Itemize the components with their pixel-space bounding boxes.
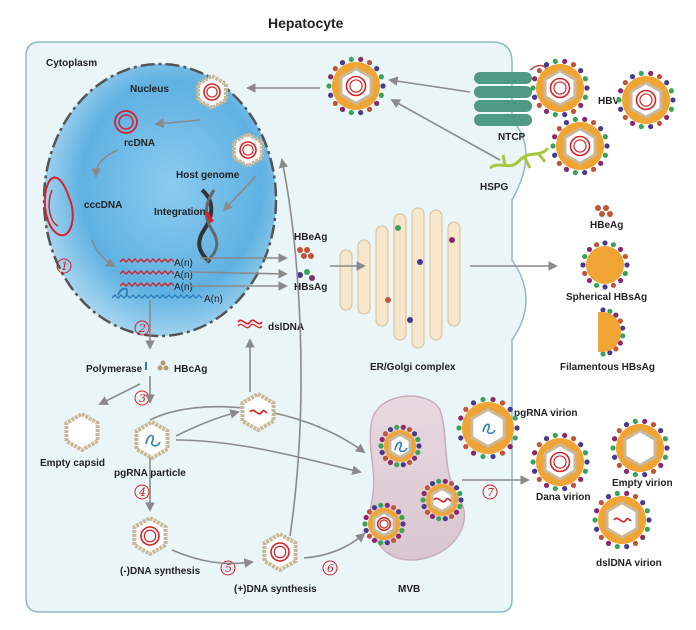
virion-particle <box>530 58 590 118</box>
minus-dna-label: (-)DNA synthesis <box>120 566 201 577</box>
hbeag-out-label: HBeAg <box>590 220 623 231</box>
transcript: A(n) <box>119 282 193 293</box>
capsid-particle <box>196 73 228 111</box>
flow-arrows <box>91 76 558 568</box>
mvb-label: MVB <box>398 584 420 595</box>
dana-virion-label: Dana virion <box>536 492 590 503</box>
virion-particle <box>550 116 610 176</box>
step-markers: 1 2 3 4 5 6 7 <box>56 258 498 576</box>
step-number: 5 <box>225 562 232 575</box>
hspg-icon <box>489 146 550 170</box>
flow-arrow <box>91 239 116 267</box>
hbeag-dots <box>297 247 314 259</box>
hbcag-dots <box>157 360 169 371</box>
host-genome-label: Host genome <box>176 170 240 181</box>
flow-arrow <box>98 383 141 405</box>
pgrna-virion-label: pgRNA virion <box>514 408 578 419</box>
nucleus <box>42 62 278 338</box>
flow-arrow <box>189 269 288 279</box>
filamentous-hbsag-label: Filamentous HBsAg <box>560 362 655 373</box>
cytoplasm-label: Cytoplasm <box>46 58 97 69</box>
ntcp-receptor-icon <box>474 64 548 126</box>
hspg-label: HSPG <box>480 182 509 193</box>
dsldna-virion-label: dslDNA virion <box>596 558 662 569</box>
dsldna-label: dslDNA <box>268 322 304 333</box>
flow-arrow <box>171 549 254 568</box>
step-number: 3 <box>139 392 146 405</box>
step-marker-7: 7 <box>482 484 498 500</box>
spherical-hbsag-label: Spherical HBsAg <box>566 292 647 303</box>
flow-arrow <box>175 409 240 437</box>
hbv-label: HBV <box>598 96 619 107</box>
nucleus-label: Nucleus <box>130 84 169 95</box>
empty-virion-label: Empty virion <box>612 478 673 489</box>
virion-particle <box>420 478 464 522</box>
flow-arrow <box>154 118 201 129</box>
polya-tail-label: A(n) <box>204 294 223 305</box>
step-number: 7 <box>487 486 494 499</box>
step-marker-2: 2 <box>134 320 150 336</box>
hbeag-cyto-label: HBeAg <box>294 232 327 243</box>
transcripts: A(n)A(n)A(n)A(n) <box>111 258 223 305</box>
host-genome-icon <box>197 188 219 264</box>
flow-arrow <box>303 532 366 559</box>
filamentous-hbsag-icon <box>598 307 626 357</box>
flow-arrow <box>388 76 471 93</box>
virion-particle <box>592 490 652 550</box>
hbcag-label: HBcAg <box>174 364 207 375</box>
virion-particle <box>378 424 422 468</box>
capsid-particle <box>262 531 298 573</box>
cccdna-icon <box>43 176 74 237</box>
integration-label: Integration <box>154 207 206 218</box>
hbeag-out-dots <box>595 205 613 217</box>
capsid-particle <box>64 411 100 453</box>
virion-particle <box>530 432 590 492</box>
pgrna-transcript-icon <box>117 287 128 296</box>
particles <box>64 56 676 573</box>
polya-tail-label: A(n) <box>174 270 193 281</box>
virion-particle <box>326 56 386 116</box>
capsid-particle <box>132 515 168 557</box>
virion-particle <box>456 396 520 460</box>
flow-arrow <box>390 99 501 161</box>
plus-dna-label: (+)DNA synthesis <box>234 584 317 595</box>
virion-particle <box>610 418 670 478</box>
step-marker-4: 4 <box>134 484 150 500</box>
polya-tail-label: A(n) <box>174 282 193 293</box>
empty-capsid-label: Empty capsid <box>40 458 105 469</box>
rcdna-label: rcDNA <box>124 138 155 149</box>
ntcp-label: NTCP <box>498 132 526 143</box>
step-marker-1: 1 <box>56 258 72 274</box>
step-marker-5: 5 <box>220 560 236 576</box>
capsid-particle <box>134 419 170 461</box>
step-marker-6: 6 <box>322 560 338 576</box>
capsid-particle <box>240 391 276 433</box>
virion-particle <box>616 70 676 130</box>
capsid-particle <box>232 131 264 169</box>
transcript: A(n) <box>119 258 193 269</box>
er-golgi-label: ER/Golgi complex <box>370 362 456 373</box>
spherical-hbsag-icon <box>580 240 630 290</box>
transcript: A(n) <box>119 270 193 281</box>
flow-arrow <box>222 175 257 212</box>
er-golgi-complex <box>339 207 461 349</box>
step-number: 4 <box>138 486 146 499</box>
diagram-title: Hepatocyte <box>268 15 344 31</box>
cccdna-label: cccDNA <box>84 200 122 211</box>
flow-arrow <box>278 158 302 537</box>
flow-arrow <box>91 149 119 178</box>
hbsag-dots <box>297 269 315 281</box>
polymerase-label: Polymerase <box>86 364 143 375</box>
flow-arrow <box>175 439 362 475</box>
step-number: 2 <box>138 322 146 335</box>
rcdna-icon <box>114 110 138 134</box>
dsldna-icon <box>237 319 263 329</box>
step-number: 6 <box>327 562 334 575</box>
polya-tail-label: A(n) <box>174 258 193 269</box>
step-number: 1 <box>61 260 68 273</box>
hbsag-cyto-label: HBsAg <box>294 282 327 293</box>
virion-particle <box>362 502 406 546</box>
